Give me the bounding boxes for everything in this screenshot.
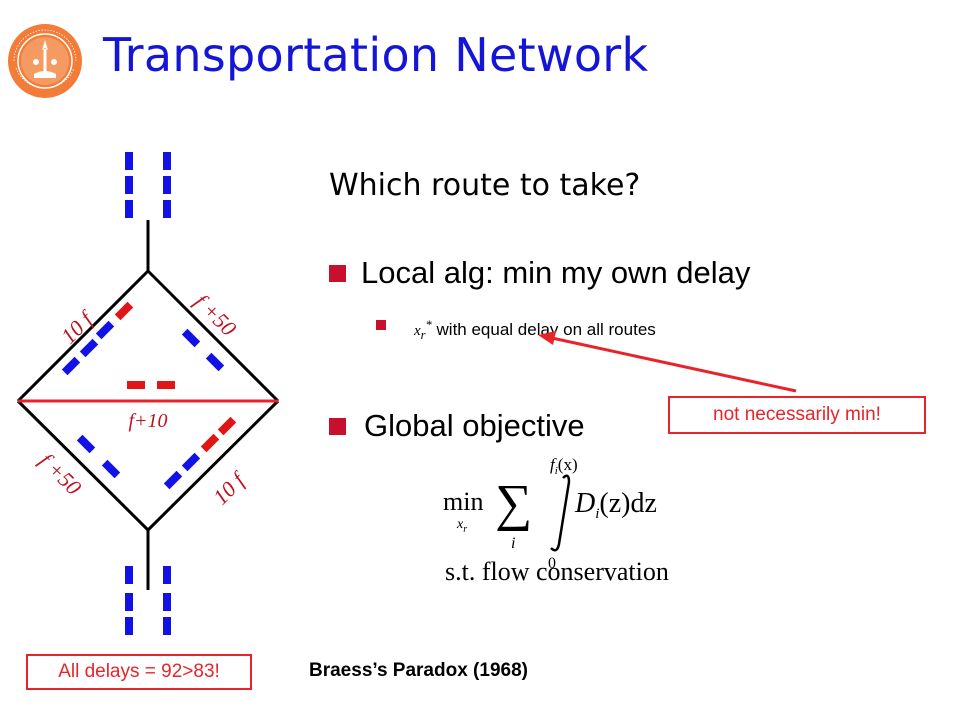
- square-bullet-icon: [329, 418, 346, 435]
- formula-sum-index: i: [511, 535, 515, 552]
- edge-upper-left: [16, 269, 150, 403]
- car-marker: [76, 434, 96, 454]
- bullet-local-alg: Local alg: min my own delay: [361, 255, 751, 290]
- car-marker: [157, 381, 175, 389]
- car-marker: [125, 566, 133, 584]
- bullet-global-objective: Global objective: [364, 408, 585, 443]
- edge-label-upper-right: f +50: [189, 289, 241, 341]
- formula-min: min: [443, 487, 483, 516]
- car-marker: [181, 328, 201, 348]
- braess-paradox-citation: Braess’s Paradox (1968): [309, 660, 528, 681]
- edge-upper-right: [146, 269, 280, 403]
- car-marker: [125, 617, 133, 635]
- car-marker: [125, 593, 133, 611]
- edge-labels: 10 f f +50 f+10 f +50 10 f: [34, 289, 251, 510]
- vehicle-markers: [61, 152, 237, 635]
- car-marker: [163, 593, 171, 611]
- car-marker: [163, 617, 171, 635]
- car-marker: [205, 352, 225, 372]
- car-marker: [181, 452, 201, 472]
- car-marker: [127, 381, 145, 389]
- car-marker: [217, 416, 237, 436]
- callout-not-necessarily-min: not necessarily min!: [668, 396, 926, 434]
- caltech-seal-logo: [8, 24, 82, 98]
- braess-network-diagram: 10 f f +50 f+10 f +50 10 f: [16, 152, 280, 635]
- formula-integral-sign: [550, 474, 571, 552]
- square-bullet-icon: [329, 265, 346, 282]
- car-marker: [101, 459, 121, 479]
- edge-lower-right: [146, 399, 280, 532]
- car-marker: [79, 338, 99, 358]
- formula-integrand: Di(z)dz: [574, 488, 657, 522]
- formula-lower-limit: 0: [548, 555, 556, 572]
- formula-constraint: s.t. flow conservation: [445, 557, 669, 586]
- car-marker: [163, 152, 171, 170]
- all-delays-box: All delays = 92>83!: [26, 654, 252, 690]
- edge-label-middle: f+10: [128, 410, 167, 432]
- car-marker: [125, 176, 133, 194]
- formula-min-subscript: xr: [456, 517, 467, 535]
- formula-sum-symbol: ∑: [495, 475, 532, 532]
- edge-lower-left: [16, 399, 150, 532]
- formula-upper-limit: fi(x): [550, 455, 578, 477]
- car-marker: [163, 176, 171, 194]
- square-bullet-icon: [376, 320, 386, 330]
- car-marker: [114, 301, 134, 321]
- car-marker: [163, 470, 183, 490]
- slide-title: Transportation Network: [103, 28, 649, 82]
- car-marker: [61, 356, 81, 376]
- car-marker: [95, 320, 115, 340]
- car-marker: [125, 200, 133, 218]
- car-marker: [163, 566, 171, 584]
- network-edges: [16, 220, 280, 590]
- edge-label-lower-right: 10 f: [208, 466, 251, 509]
- question-heading: Which route to take?: [329, 168, 641, 203]
- car-marker: [200, 433, 220, 453]
- sub-bullet-equal-delay: xr* with equal delay on all routes: [414, 318, 656, 342]
- car-marker: [125, 152, 133, 170]
- car-marker: [163, 200, 171, 218]
- objective-formula: min xr ∑ i fi(x) 0 Di(z)dz s.t. flow con…: [443, 455, 669, 586]
- edge-label-lower-left: f +50: [34, 448, 86, 500]
